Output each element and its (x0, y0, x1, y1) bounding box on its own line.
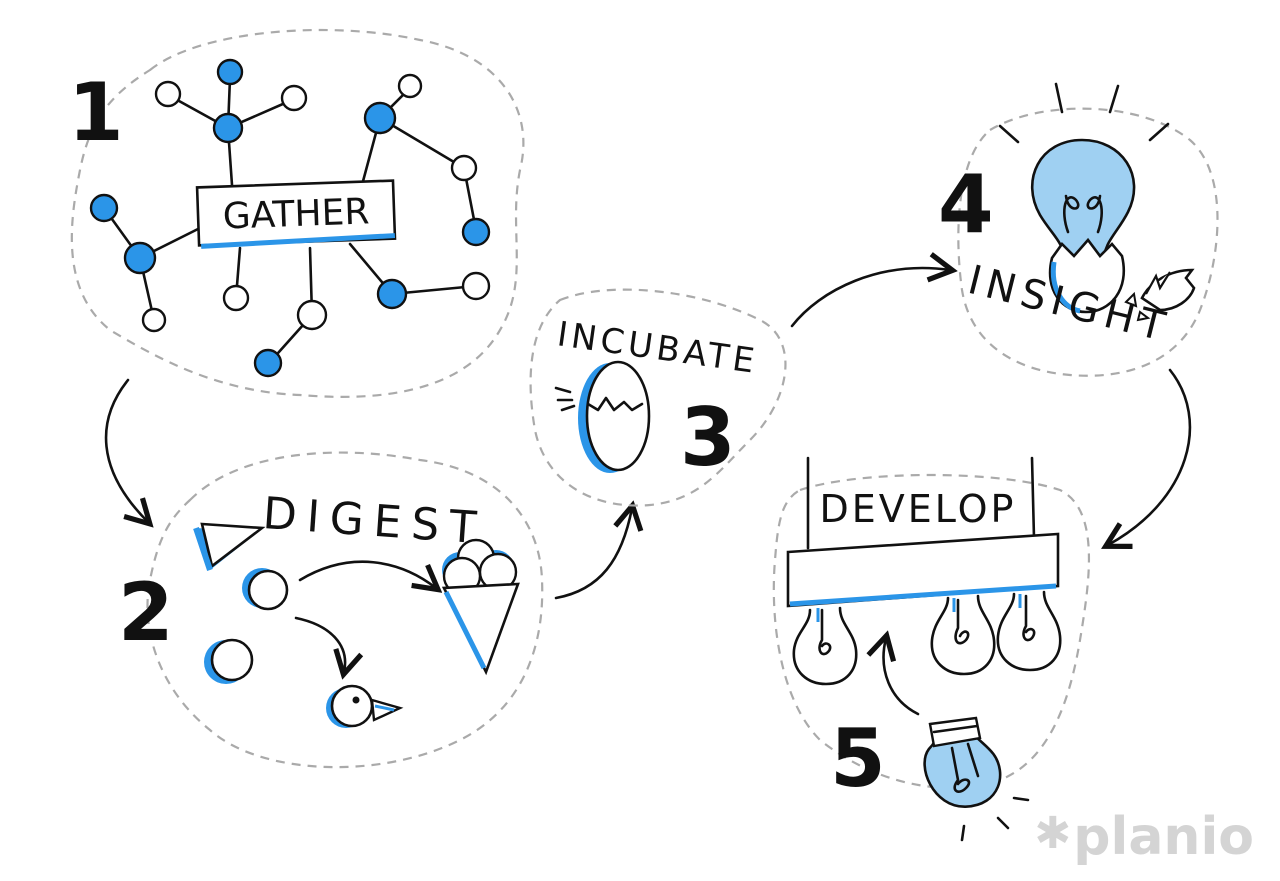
light-rays (960, 796, 1030, 842)
network-node (450, 154, 478, 182)
gather-label-box: GATHER (195, 179, 397, 249)
lightbulb-icon (1030, 138, 1136, 262)
step-number-5: 5 (830, 712, 886, 805)
triangle-shape (193, 522, 266, 571)
arrow-incubate-to-insight (790, 268, 950, 328)
network-node (280, 84, 308, 112)
step-number-2: 2 (118, 566, 174, 659)
step-number-1: 1 (68, 66, 124, 159)
network-node (154, 80, 182, 108)
lightbulb-icon (930, 594, 996, 676)
step-number-4: 4 (938, 158, 994, 251)
gather-label: GATHER (222, 191, 370, 237)
lightbulb-icon (996, 590, 1062, 672)
circle-shape (242, 568, 289, 611)
arrow-gather-to-digest (104, 378, 148, 522)
develop-label: DEVELOP (820, 487, 1017, 531)
stage-digest: DIGEST 2 (118, 451, 632, 769)
network-node (141, 307, 167, 333)
broken-eggshell-icon (1048, 237, 1196, 322)
network-node (222, 284, 250, 312)
develop-sign: DEVELOP (806, 456, 1036, 550)
incubate-dashed-outline (529, 288, 787, 507)
network-node (123, 241, 157, 275)
network-node (397, 73, 423, 99)
stage-incubate: INCUBATE 3 (529, 268, 950, 507)
gather-dashed-outline (70, 28, 525, 398)
network-node (253, 348, 283, 378)
egg-icon (554, 360, 651, 473)
digest-arrow-to-icecream (298, 560, 436, 588)
develop-dashed-outline (772, 473, 1091, 789)
step-number-3: 3 (680, 391, 736, 484)
arrow-digest-to-incubate (554, 508, 632, 600)
circle-shape (204, 638, 254, 684)
digest-label: DIGEST (261, 488, 488, 554)
planio-logo: ✱planio (1034, 807, 1254, 867)
stage-develop: DEVELOP 5 (772, 456, 1091, 842)
network-node (461, 271, 491, 301)
stage-gather: 1 (68, 28, 525, 398)
asterisk-icon: ✱ (1034, 808, 1072, 859)
network-node (216, 58, 244, 86)
lightbulb-icon (792, 606, 858, 686)
light-rays (998, 82, 1170, 144)
shelf-bar (786, 532, 1060, 608)
arrow-insight-to-develop (1108, 368, 1192, 545)
network-node (376, 278, 408, 310)
network-node (296, 299, 328, 331)
ice-cream-icon (441, 538, 520, 676)
digest-dashed-outline (146, 451, 544, 769)
insight-dashed-outline (957, 107, 1219, 377)
network-node (363, 101, 397, 135)
network-node (89, 193, 119, 223)
arrow-bulb-to-shelf (884, 638, 920, 716)
lightbulb-icon (923, 716, 1002, 808)
network-node (461, 217, 491, 247)
network-node (212, 112, 244, 144)
logo-text: planio (1073, 807, 1254, 867)
bird-icon (326, 684, 404, 728)
digest-arrow-to-bird (294, 616, 345, 672)
incubate-label: INCUBATE (555, 314, 761, 382)
